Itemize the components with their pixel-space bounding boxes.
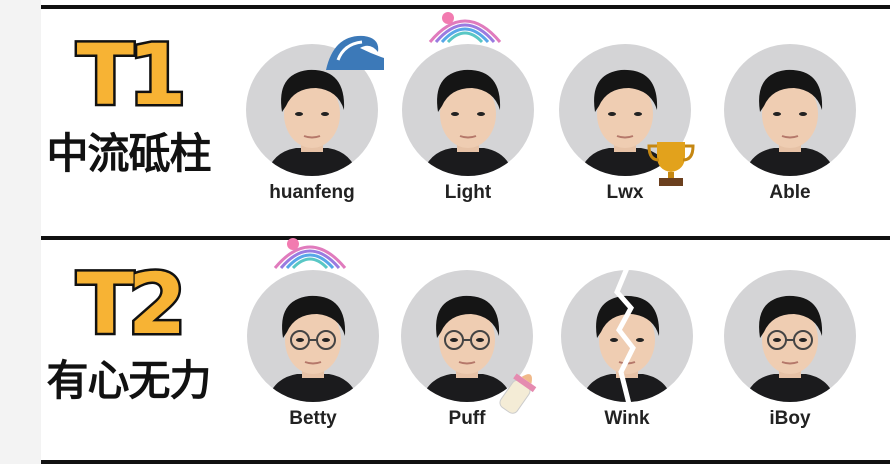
- player-card-betty: Betty: [243, 238, 383, 430]
- player-name: Betty: [289, 408, 337, 429]
- divider-top: [41, 5, 890, 9]
- player-card-iboy: iBoy: [720, 270, 860, 430]
- player-photo: [247, 270, 379, 402]
- player-photo: [402, 44, 534, 176]
- trophy-icon: [647, 142, 695, 186]
- divider-middle: [41, 236, 890, 240]
- asian-games-logo-icon: [273, 238, 347, 270]
- player-name: Lwx: [606, 182, 644, 203]
- baby-bottle-icon: [499, 373, 537, 414]
- tier-code: T1: [74, 26, 189, 124]
- player-card-wink: Wink: [557, 268, 697, 430]
- player-card-huanfeng: huanfeng: [242, 35, 384, 204]
- player-photo: [559, 44, 691, 176]
- player-name: iBoy: [769, 408, 811, 429]
- divider-bottom: [41, 460, 890, 464]
- player-photo: [724, 270, 856, 402]
- wave-icon: [326, 35, 384, 70]
- player-card-light: Light: [398, 12, 538, 204]
- asian-games-logo-icon: [428, 12, 502, 44]
- player-name: Wink: [604, 408, 650, 429]
- player-card-puff: Puff: [397, 270, 537, 430]
- player-photo: [401, 270, 533, 402]
- player-card-able: Able: [720, 44, 860, 204]
- tier-code: T2: [74, 255, 189, 353]
- player-name: Light: [444, 182, 492, 203]
- player-name: Puff: [448, 408, 486, 429]
- tier-label: 中流砥柱: [46, 129, 211, 178]
- player-photo: [724, 44, 856, 176]
- tier-2-header: T2 有心无力: [41, 255, 216, 405]
- player-name: Able: [769, 182, 811, 203]
- player-card-lwx: Lwx: [555, 44, 695, 204]
- tier-label: 有心无力: [46, 356, 211, 405]
- player-name: huanfeng: [269, 182, 355, 203]
- tier-1-header: T1 中流砥柱: [41, 26, 216, 178]
- crack-icon: [614, 268, 636, 404]
